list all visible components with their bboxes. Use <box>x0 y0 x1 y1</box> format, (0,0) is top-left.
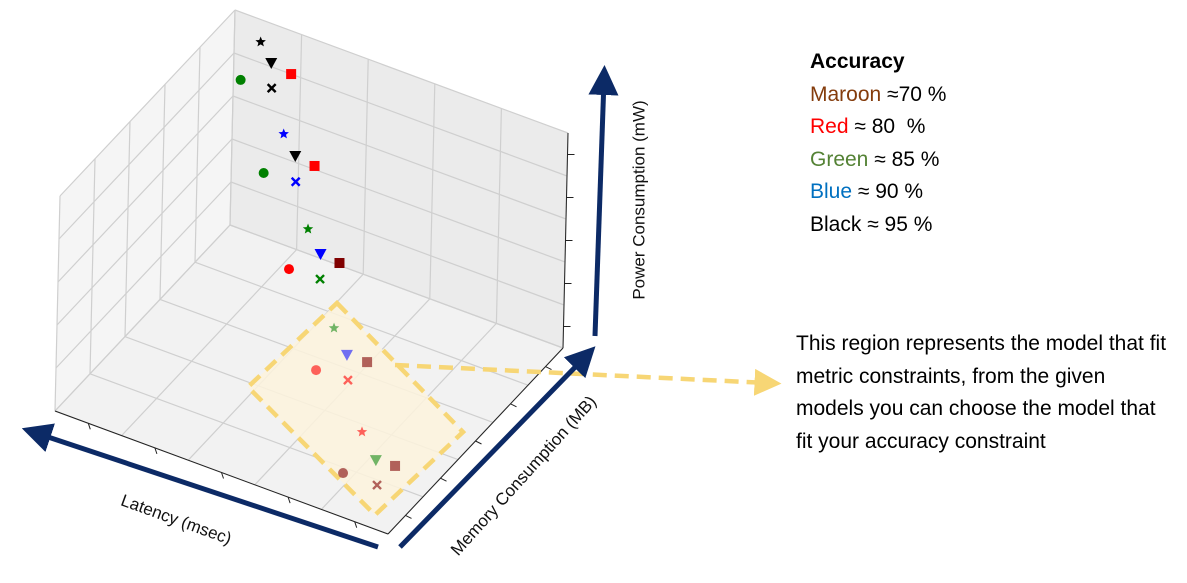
back-wall-grid-line <box>231 138 566 263</box>
latency-axis-arrow <box>21 423 379 550</box>
data-point-square <box>334 258 345 269</box>
legend-color-name: Black <box>810 212 862 236</box>
data-point-triangle-down <box>289 151 302 163</box>
data-point-star <box>302 223 314 234</box>
y-tick <box>475 440 482 445</box>
side-wall-grid-line <box>89 158 96 374</box>
side-wall-pane <box>55 10 235 411</box>
x-tick <box>287 496 291 504</box>
legend-color-name: Red <box>810 115 849 138</box>
floor-grid-line <box>229 224 564 349</box>
floor-grid-line <box>194 261 529 386</box>
back-wall-grid-line <box>232 95 567 220</box>
data-point-triangle-down <box>340 349 353 361</box>
side-wall-grid-line <box>56 138 233 326</box>
legend-color-name: Blue <box>810 180 853 203</box>
back-wall-grid-line <box>495 108 502 324</box>
back-wall-grid-line <box>362 59 369 275</box>
data-point-square <box>390 460 401 471</box>
region-annotation: This region represents the model that fi… <box>796 332 1167 453</box>
legend-entry-blue: Blue ≈ 90 % <box>810 176 946 209</box>
back-wall-grid-line <box>429 83 436 299</box>
data-point-circle <box>338 468 349 479</box>
data-point-star <box>356 426 368 437</box>
legend-entry-black: Black ≈ 95 % <box>810 209 946 242</box>
back-wall-pane <box>230 10 568 348</box>
data-point-circle <box>235 74 246 85</box>
data-point-x <box>372 480 382 490</box>
accuracy-legend: Accuracy Maroon ≈70 % Red ≈ 80 % Green ≈… <box>810 46 946 241</box>
back-wall-grid-line <box>230 181 565 306</box>
z-axis-label: Power Consumption (mW) <box>629 100 649 300</box>
legend-value: ≈ 95 % <box>861 212 933 236</box>
constraint-region <box>244 299 467 519</box>
y-tick <box>510 403 517 408</box>
legend-value: ≈ 80 % <box>848 115 926 138</box>
legend-title: Accuracy <box>810 50 905 73</box>
x-tick <box>221 472 224 479</box>
side-wall-grid-line <box>59 9 236 197</box>
data-point-star <box>278 128 289 139</box>
y-tick <box>440 477 447 482</box>
x-tick <box>354 521 358 528</box>
data-point-x <box>315 274 325 284</box>
data-point-triangle-down <box>265 58 278 70</box>
data-point-x <box>266 83 277 93</box>
power-axis-arrow <box>588 65 619 337</box>
side-wall-grid-line <box>124 121 131 337</box>
data-point-triangle-down <box>369 455 382 467</box>
data-point-circle <box>258 167 269 178</box>
data-point-square <box>362 357 373 368</box>
floor-grid-line <box>121 249 298 437</box>
legend-entry-red: Red ≈ 80 % <box>810 111 946 144</box>
data-point-triangle-down <box>314 249 327 261</box>
back-wall-grid-line <box>296 34 303 250</box>
side-wall-grid-line <box>229 9 236 226</box>
x-tick <box>87 423 91 430</box>
data-point-x <box>343 375 353 385</box>
back-wall-grid-line <box>234 9 569 134</box>
legend-color-name: Green <box>810 147 869 171</box>
legend-entry-green: Green ≈ 85 % <box>810 144 946 177</box>
side-wall-grid-line <box>194 47 201 263</box>
data-point-x <box>290 176 301 187</box>
legend-value: ≈ 90 % <box>852 180 924 203</box>
data-point-star <box>255 36 266 47</box>
side-wall-grid-line <box>57 95 234 283</box>
axis-ticks <box>54 132 575 535</box>
data-points <box>235 36 401 490</box>
side-wall-grid-line <box>55 181 232 369</box>
data-point-star <box>328 322 340 333</box>
x-tick <box>154 447 158 455</box>
legend-value: ≈70 % <box>881 82 947 106</box>
memory-axis-arrow <box>398 346 596 549</box>
data-point-square <box>286 69 297 80</box>
data-point-square <box>309 160 320 171</box>
y-tick <box>405 514 412 519</box>
legend-value: ≈ 85 % <box>868 147 940 171</box>
floor-grid-line <box>54 224 231 412</box>
data-point-circle <box>311 365 322 376</box>
side-wall-grid-line <box>159 84 166 300</box>
data-point-circle <box>284 264 295 275</box>
y-tick <box>545 366 552 371</box>
legend-entry-maroon: Maroon ≈70 % <box>810 79 946 112</box>
side-wall-grid-line <box>58 52 235 240</box>
side-wall-grid-line <box>54 195 61 412</box>
legend-color-name: Maroon <box>810 82 882 106</box>
